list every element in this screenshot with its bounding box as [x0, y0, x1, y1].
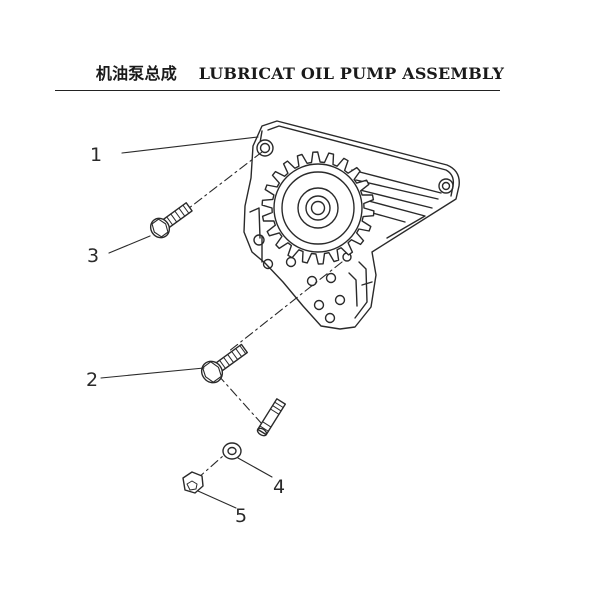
callout-3: 3	[87, 245, 99, 267]
callout-1: 1	[90, 144, 102, 166]
part-4-washer	[222, 442, 242, 460]
stud	[256, 398, 287, 437]
drive-gear	[261, 151, 375, 265]
leader-lines	[100, 136, 273, 509]
part-3-bolt	[149, 202, 193, 239]
title-underline	[55, 90, 500, 91]
callout-4: 4	[273, 476, 285, 498]
callout-5: 5	[235, 505, 247, 527]
callout-2: 2	[86, 369, 98, 391]
part-2-bolt	[200, 343, 248, 384]
title-chinese: 机油泵总成	[95, 64, 177, 83]
diagram-title: 机油泵总成 LUBRICAT OIL PUMP ASSEMBLY	[0, 60, 600, 84]
part-5-nut	[182, 471, 204, 494]
title-english: LUBRICAT OIL PUMP ASSEMBLY	[198, 64, 505, 83]
